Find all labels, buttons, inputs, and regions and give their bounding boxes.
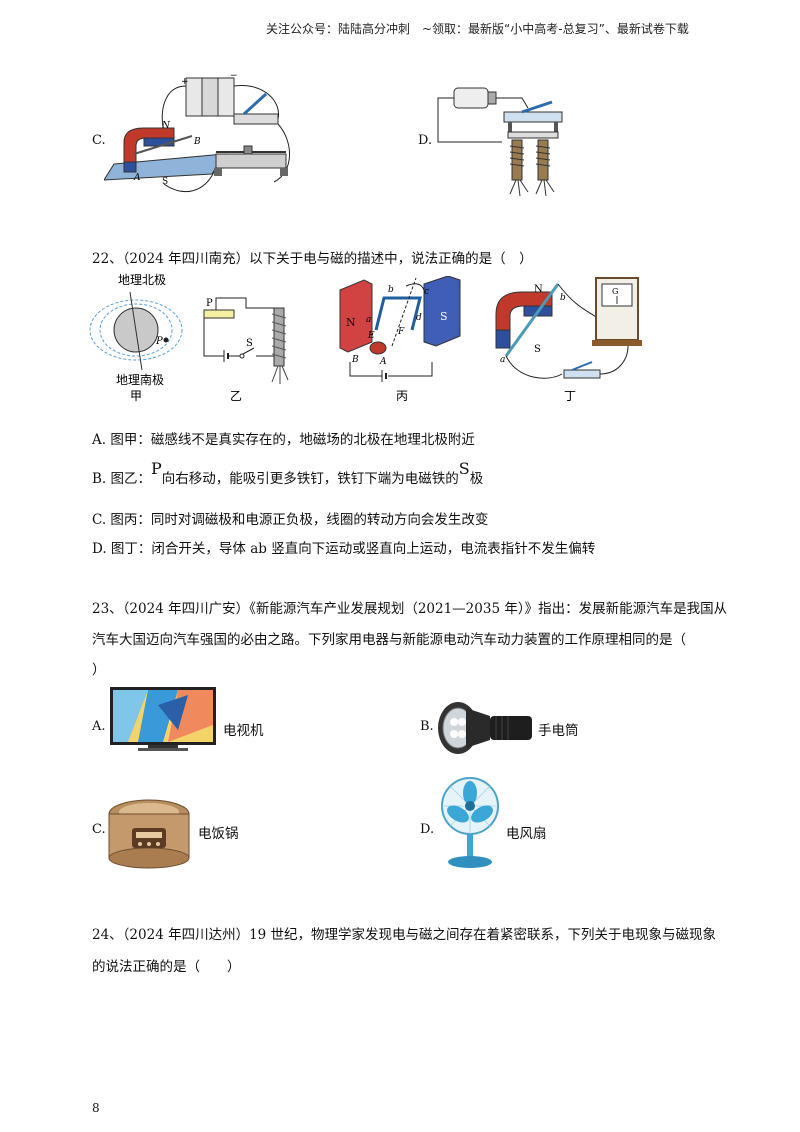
q22-option-a: A. 图甲：磁感线不是真实存在的，地磁场的北极在地理北极附近 [92,432,475,448]
figure-c-b-label: B [193,137,201,147]
q22-option-b: B. 图乙：P向右移动，能吸引更多铁钉，铁钉下端为电磁铁的S极 [92,459,484,487]
battery-minus-sign: − [230,72,238,81]
bing-b-label: b [388,285,394,295]
q22-figure-yi: P S 乙 [196,290,296,402]
figure-c-a-label: A [133,173,141,183]
q23-stem-line1: 23、（2024 年四川广安）《新能源汽车产业发展规划（2021—2035 年）… [92,601,728,617]
figure-c-s-label: S [162,177,168,187]
q23-option-b-label: 手电筒 [538,723,579,739]
bing-c-label: c [424,287,429,297]
q22-option-d: D. 图丁：闭合开关，导体 ab 竖直向下运动或竖直向上运动，电流表指针不发生偏… [92,541,596,557]
bing-d-label: d [416,313,422,323]
bing-caption: 丙 [396,389,408,402]
q22-option-b-prefix: B. 图乙： [92,471,152,487]
q22-stem: 22、（2024 年四川南充）以下关于电与磁的描述中，说法正确的是（ ） [92,251,533,267]
header-notice: 关注公众号：陆陆高分冲刺 ~领取：最新版“小中高考-总复习”、最新试卷下载 [266,22,689,36]
flashlight-image [436,696,536,764]
q23-option-b-letter: B. [420,719,434,734]
rice-cooker-image [106,794,192,874]
bing-aa-label: A [379,357,387,367]
jia-caption: 甲 [130,389,142,402]
q24-stem-line2: 的说法正确的是（ ） [92,959,241,975]
bing-a-label: a [366,315,371,325]
q23-option-c-label: 电饭锅 [198,826,239,842]
q23-option-d-letter: D. [420,822,435,837]
q23-stem-line2: 汽车大国迈向汽车强国的必由之路。下列家用电器与新能源电动汽车动力装置的工作原理相… [92,632,686,648]
bing-s-label: S [440,310,448,323]
ding-g-label: G [612,287,618,296]
q22-option-b-p: P [151,459,162,478]
yi-s-label: S [246,338,253,349]
q22-option-b-middle: 向右移动，能吸引更多铁钉，铁钉下端为电磁铁的 [161,471,459,487]
bing-n-label: N [346,316,356,329]
ding-b-label: b [560,293,566,303]
bing-e-label: E [367,331,375,341]
tv-image [108,685,218,757]
q22-figure-ding: N S a b G 丁 [488,270,648,402]
ding-caption: 丁 [564,389,576,402]
q23-option-c-letter: C. [92,822,106,837]
yi-caption: 乙 [230,389,242,402]
ding-n-label: N [534,284,543,295]
q21-option-d-label: D. [418,133,433,148]
q21-option-c-label: C. [92,133,106,148]
q22-figure-jia: 地理北极 P 地理南极 甲 [86,272,186,402]
battery-plus-sign: + [181,77,189,87]
q22-option-b-s: S [458,459,470,478]
q22-option-c: C. 图丙：同时对调磁极和电源正负极，线圈的转动方向会发生改变 [92,512,489,528]
q22-figure-bing: N S b c a d E F B A 丙 [336,276,466,402]
page-number: 8 [92,1101,100,1115]
q21-figure-c: + − N B A S [104,72,304,200]
q21-figure-d [432,82,582,200]
ding-s-label: S [534,344,541,355]
yi-p-label: P [206,298,213,309]
q24-stem-line1: 24、（2024 年四川达州）19 世纪，物理学家发现电与磁之间存在着紧密联系，… [92,927,717,943]
ding-a-label: a [500,355,505,365]
jia-north-label: 地理北极 [118,273,166,287]
bing-f-label: F [397,327,405,337]
q23-option-d-label: 电风扇 [506,826,547,842]
bing-bb-label: B [351,355,359,365]
jia-south-label: 地理南极 [116,372,164,387]
q23-option-a-label: 电视机 [223,723,264,739]
electric-fan-image [438,776,502,876]
q23-option-a-letter: A. [92,719,106,734]
q23-stem-line3: ） [92,662,106,678]
figure-c-n-label: N [161,121,171,131]
jia-p-label: P [155,336,163,347]
q22-option-b-suffix: 极 [469,471,484,487]
